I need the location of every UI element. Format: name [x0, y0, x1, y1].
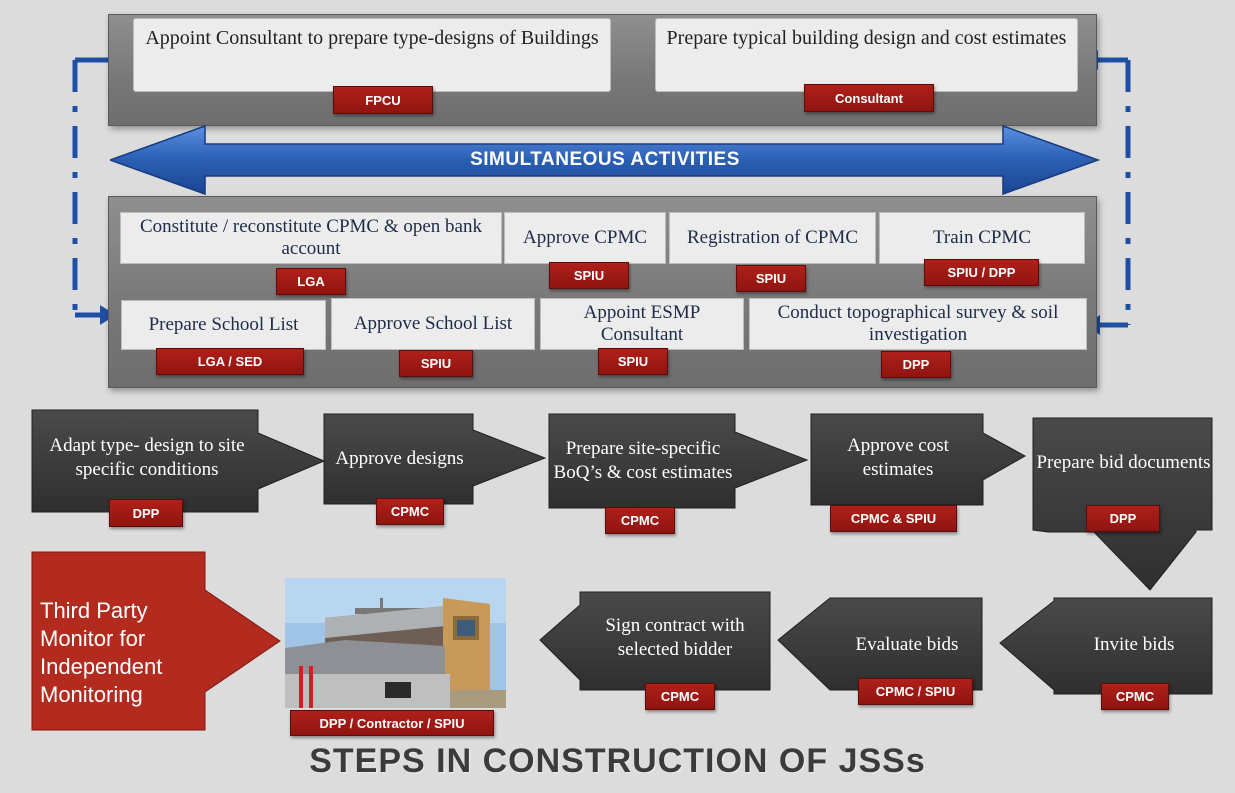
construction-photo — [285, 578, 506, 708]
step-sign-contract — [539, 591, 771, 691]
monitor-text: Third Party Monitor for Independent Moni… — [40, 597, 163, 708]
card-text: Approve CPMC — [522, 227, 648, 249]
tag-dpp-contractor-spiu: DPP / Contractor / SPIU — [290, 710, 494, 736]
card-topographical-survey: Conduct topographical survey & soil inve… — [749, 298, 1087, 350]
card-text: Appoint ESMP Consultant — [583, 302, 701, 345]
step-text: Adapt type- design to site specific cond… — [49, 435, 245, 480]
step-evaluate-bids — [777, 597, 983, 691]
tag-consultant: Consultant — [804, 84, 934, 112]
tag-dpp: DPP — [881, 351, 951, 378]
card-text: Conduct topographical survey & soil inve… — [777, 302, 1059, 345]
step-text: Evaluate bids — [855, 634, 959, 656]
step-prepare-boq — [548, 413, 809, 509]
tag-lga: LGA — [276, 268, 346, 295]
card-text: Registration of CPMC — [686, 227, 858, 249]
tag-cpmc: CPMC — [645, 683, 715, 710]
step-text: Approve cost estimates — [847, 435, 949, 480]
card-train-cpmc: Train CPMC — [879, 212, 1085, 264]
tag-cpmc-spiu: CPMC & SPIU — [830, 505, 957, 532]
tag-cpmc-spiu: CPMC / SPIU — [858, 678, 973, 705]
card-text: Prepare typical building design and cost… — [666, 27, 1067, 49]
step-approve-designs — [323, 413, 547, 505]
simultaneous-activities-arrow — [110, 124, 1100, 196]
card-text: Prepare School List — [148, 314, 299, 336]
tag-spiu: SPIU — [399, 350, 473, 377]
step-adapt-design — [31, 409, 326, 513]
card-appoint-esmp-consultant: Appoint ESMP Consultant — [540, 298, 744, 350]
card-prepare-typical-design: Prepare typical building design and cost… — [655, 18, 1078, 92]
tag-spiu: SPIU — [598, 348, 668, 375]
tag-spiu-dpp: SPIU / DPP — [924, 259, 1039, 286]
card-registration-cpmc: Registration of CPMC — [669, 212, 876, 264]
page-title: STEPS IN CONSTRUCTION OF JSSs — [309, 742, 926, 780]
step-invite-bids — [999, 597, 1213, 695]
card-text: Constitute / reconstitute CPMC & open ba… — [140, 216, 482, 259]
tag-cpmc: CPMC — [1101, 683, 1169, 710]
card-approve-cpmc: Approve CPMC — [504, 212, 666, 264]
tag-lga-sed: LGA / SED — [156, 348, 304, 375]
card-constitute-cpmc: Constitute / reconstitute CPMC & open ba… — [120, 212, 502, 264]
step-text: Prepare bid documents — [1036, 452, 1211, 474]
tag-dpp: DPP — [109, 499, 183, 527]
step-prepare-bid-docs — [1032, 417, 1213, 591]
tag-cpmc: CPMC — [376, 498, 444, 525]
card-prepare-school-list: Prepare School List — [121, 300, 326, 350]
step-text: Sign contract with selected bidder — [605, 615, 745, 660]
card-appoint-consultant: Appoint Consultant to prepare type-desig… — [133, 18, 611, 92]
tag-cpmc: CPMC — [605, 507, 675, 534]
card-text: Approve School List — [353, 313, 513, 335]
banner-label: SIMULTANEOUS ACTIVITIES — [470, 149, 740, 170]
tag-dpp: DPP — [1086, 505, 1160, 532]
step-text: Prepare site-specific BoQ’s & cost estim… — [553, 438, 733, 483]
monitor-arrow — [31, 551, 281, 731]
card-text: Train CPMC — [932, 227, 1032, 249]
tag-spiu: SPIU — [549, 262, 629, 289]
tag-spiu: SPIU — [736, 265, 806, 292]
card-approve-school-list: Approve School List — [331, 298, 535, 350]
step-text: Invite bids — [1093, 634, 1175, 656]
step-text: Approve designs — [335, 448, 464, 470]
card-text: Appoint Consultant to prepare type-desig… — [145, 27, 599, 49]
tag-fpcu: FPCU — [333, 86, 433, 114]
